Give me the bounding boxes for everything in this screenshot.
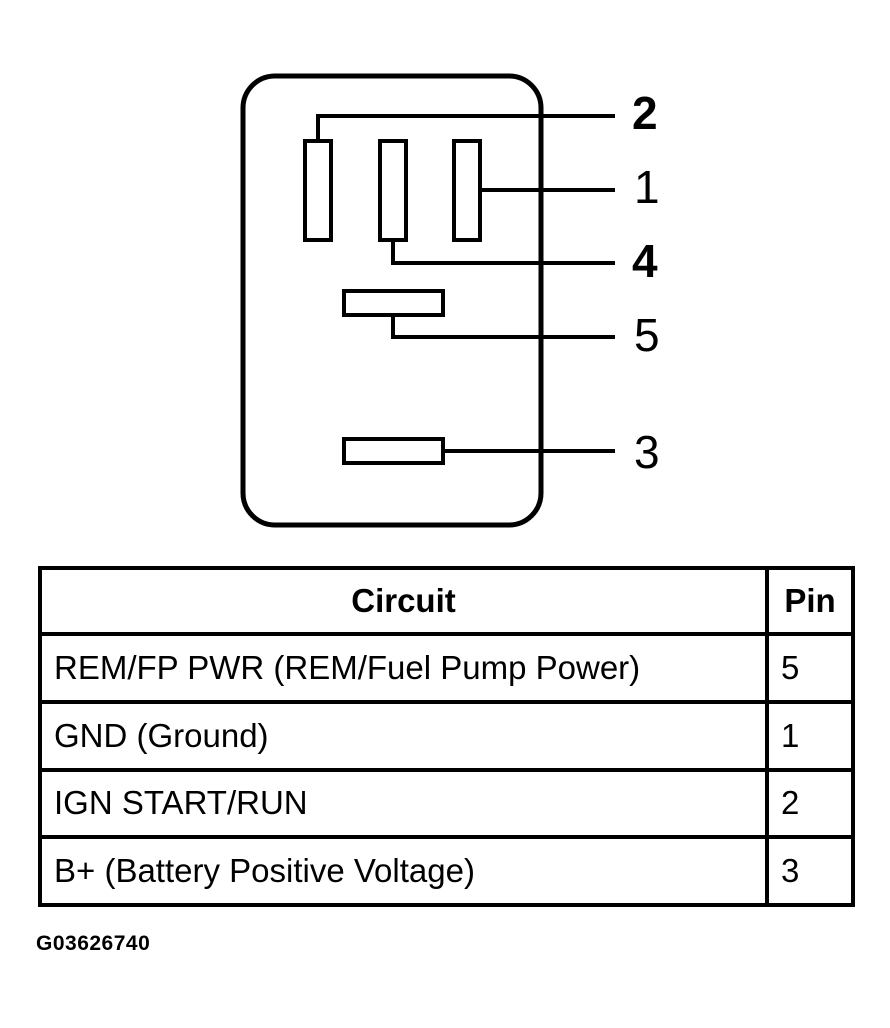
- terminal-pin-2: [303, 139, 333, 242]
- table-row: GND (Ground) 1: [38, 699, 855, 772]
- pin-cell: 2: [765, 767, 855, 840]
- table-row: B+ (Battery Positive Voltage) 3: [38, 835, 855, 907]
- terminal-pin-5: [342, 289, 445, 317]
- pin-label-4: 4: [632, 235, 658, 287]
- pin-label-1: 1: [634, 161, 660, 213]
- table-header-row: Circuit Pin: [38, 566, 855, 636]
- pin-label-2: 2: [632, 87, 658, 139]
- pin-cell: 5: [765, 632, 855, 704]
- table-row: IGN START/RUN 2: [38, 767, 855, 840]
- leader-line-pin-4: [391, 240, 615, 265]
- pin-column-header: Pin: [765, 566, 855, 636]
- table-row: REM/FP PWR (REM/Fuel Pump Power) 5: [38, 632, 855, 704]
- terminal-pin-1: [452, 139, 482, 242]
- terminal-pin-3: [342, 437, 445, 465]
- circuit-cell: B+ (Battery Positive Voltage): [38, 835, 769, 907]
- pin-cell: 3: [765, 835, 855, 907]
- circuit-column-header: Circuit: [38, 566, 769, 636]
- terminal-pin-4: [378, 139, 408, 242]
- circuit-cell: REM/FP PWR (REM/Fuel Pump Power): [38, 632, 769, 704]
- pin-label-5: 5: [634, 309, 660, 361]
- figure-id: G03626740: [36, 932, 151, 955]
- pin-circuit-table: Circuit Pin REM/FP PWR (REM/Fuel Pump Po…: [38, 566, 855, 907]
- leader-line-pin-2: [316, 114, 615, 141]
- leader-line-pin-5: [391, 315, 615, 339]
- pin-label-3: 3: [634, 426, 660, 478]
- pin-cell: 1: [765, 699, 855, 772]
- circuit-cell: IGN START/RUN: [38, 767, 769, 840]
- circuit-cell: GND (Ground): [38, 699, 769, 772]
- connector-diagram: 2 1 4 5 3: [240, 73, 660, 528]
